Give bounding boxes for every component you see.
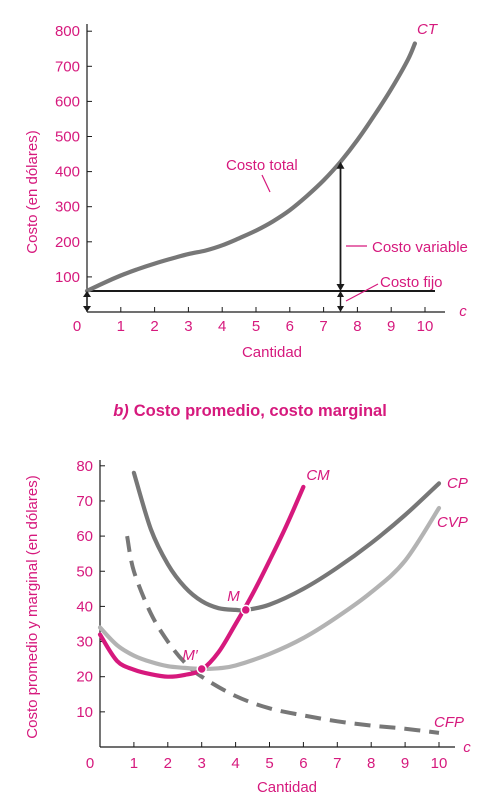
- bottom-x-tick-label: 10: [431, 755, 448, 772]
- total-cost-chart: Costo (en dólares) Cantidad c 1002003004…: [24, 21, 468, 361]
- top-y-tick-label: 400: [55, 164, 80, 181]
- point-m: [240, 604, 252, 616]
- top-x-tick-label: 7: [319, 318, 327, 335]
- series-label-ct: CT: [417, 21, 439, 38]
- bottom-x-tick-label: 7: [333, 755, 341, 772]
- bottom-y-tick-label: 30: [76, 634, 93, 651]
- bottom-x-tick-label: 3: [198, 755, 206, 772]
- section-b-letter: b): [113, 402, 129, 420]
- top-x-tick-label: 4: [218, 318, 226, 335]
- bottom-x-tick-label: 6: [299, 755, 307, 772]
- arrowhead-down: [337, 306, 344, 312]
- marginal-cost-curve: [97, 484, 306, 679]
- series-label-cfp: CFP: [434, 714, 464, 731]
- top-y-tick-label: 100: [55, 269, 80, 286]
- total-cost-leader: [261, 174, 271, 193]
- bottom-y-tick-label: 50: [76, 563, 93, 580]
- arrowhead-up: [336, 161, 345, 169]
- svg-text:b)Costo promedio, costo margin: b) Costo promedio, costo marginal: [113, 402, 387, 420]
- top-y-tick-label: 600: [55, 93, 80, 110]
- bottom-x-tick-label: 8: [367, 755, 375, 772]
- average-cost-curve: [131, 470, 442, 613]
- section-b-text: Costo promedio, costo marginal: [134, 402, 387, 420]
- point-m-prime: [196, 663, 207, 675]
- average-marginal-cost-chart: Costo promedio y marginal (en dólares) C…: [24, 458, 471, 796]
- bottom-x-tick-label: 1: [130, 755, 138, 772]
- total-cost-label: Costo total: [226, 157, 298, 174]
- bottom-y-tick-label: 70: [76, 493, 93, 510]
- point-m-label: M: [227, 588, 240, 605]
- arrowhead-down: [83, 306, 91, 312]
- total-cost-curve: [84, 41, 417, 293]
- fixed-cost-label: Costo fijo: [380, 274, 443, 291]
- fixed-cost-leader: [345, 283, 379, 302]
- top-x-tick-label: 10: [417, 318, 434, 335]
- arrowhead-down: [336, 283, 345, 291]
- top-y-axis-label: Costo (en dólares): [24, 130, 41, 253]
- top-y-tick-label: 300: [55, 199, 80, 216]
- top-x-tick-label: 1: [117, 318, 125, 335]
- bottom-y-tick-label: 20: [76, 669, 93, 686]
- top-x-tick-label: 9: [387, 318, 395, 335]
- bottom-x-tick-label: 0: [86, 755, 94, 772]
- top-x-tick-label: 0: [73, 318, 81, 335]
- series-label-cm: CM: [306, 467, 330, 484]
- bottom-y-tick-label: 40: [76, 598, 93, 615]
- series-label-cp: CP: [447, 475, 468, 492]
- arrowhead-up: [337, 290, 344, 297]
- top-y-tick-label: 800: [55, 23, 80, 40]
- top-x-tick-label: 5: [252, 318, 260, 335]
- bottom-x-tick-label: 2: [164, 755, 172, 772]
- bottom-x-axis-label: Cantidad: [257, 779, 317, 796]
- average-variable-cost-curve: [97, 505, 442, 672]
- average-fixed-cost-curve: [125, 535, 440, 735]
- variable-cost-label: Costo variable: [372, 239, 468, 256]
- bottom-y-tick-label: 60: [76, 528, 93, 545]
- bottom-x-tick-label: 4: [231, 755, 239, 772]
- top-y-tick-label: 700: [55, 58, 80, 75]
- series-label-cvp: CVP: [437, 514, 468, 531]
- top-x-tick-label: 6: [286, 318, 294, 335]
- top-x-axis-label: Cantidad: [242, 344, 302, 361]
- bottom-y-tick-label: 80: [76, 458, 93, 475]
- top-x-tick-label: 2: [150, 318, 158, 335]
- top-x-tick-label: 8: [353, 318, 361, 335]
- bottom-x-tick-label: 5: [265, 755, 273, 772]
- bottom-x-axis-letter: c: [463, 739, 471, 756]
- bottom-y-tick-label: 10: [76, 704, 93, 721]
- top-x-axis-letter: c: [459, 303, 467, 320]
- bottom-x-tick-label: 9: [401, 755, 409, 772]
- top-x-tick-label: 3: [184, 318, 192, 335]
- bottom-y-axis-label: Costo promedio y marginal (en dólares): [24, 475, 41, 738]
- top-y-tick-label: 500: [55, 129, 80, 146]
- section-b-title: b) Costo promedio, costo marginal: [113, 402, 387, 420]
- point-m-prime-label: M′: [182, 647, 198, 664]
- arrowhead-up: [83, 290, 91, 297]
- top-y-tick-label: 200: [55, 234, 80, 251]
